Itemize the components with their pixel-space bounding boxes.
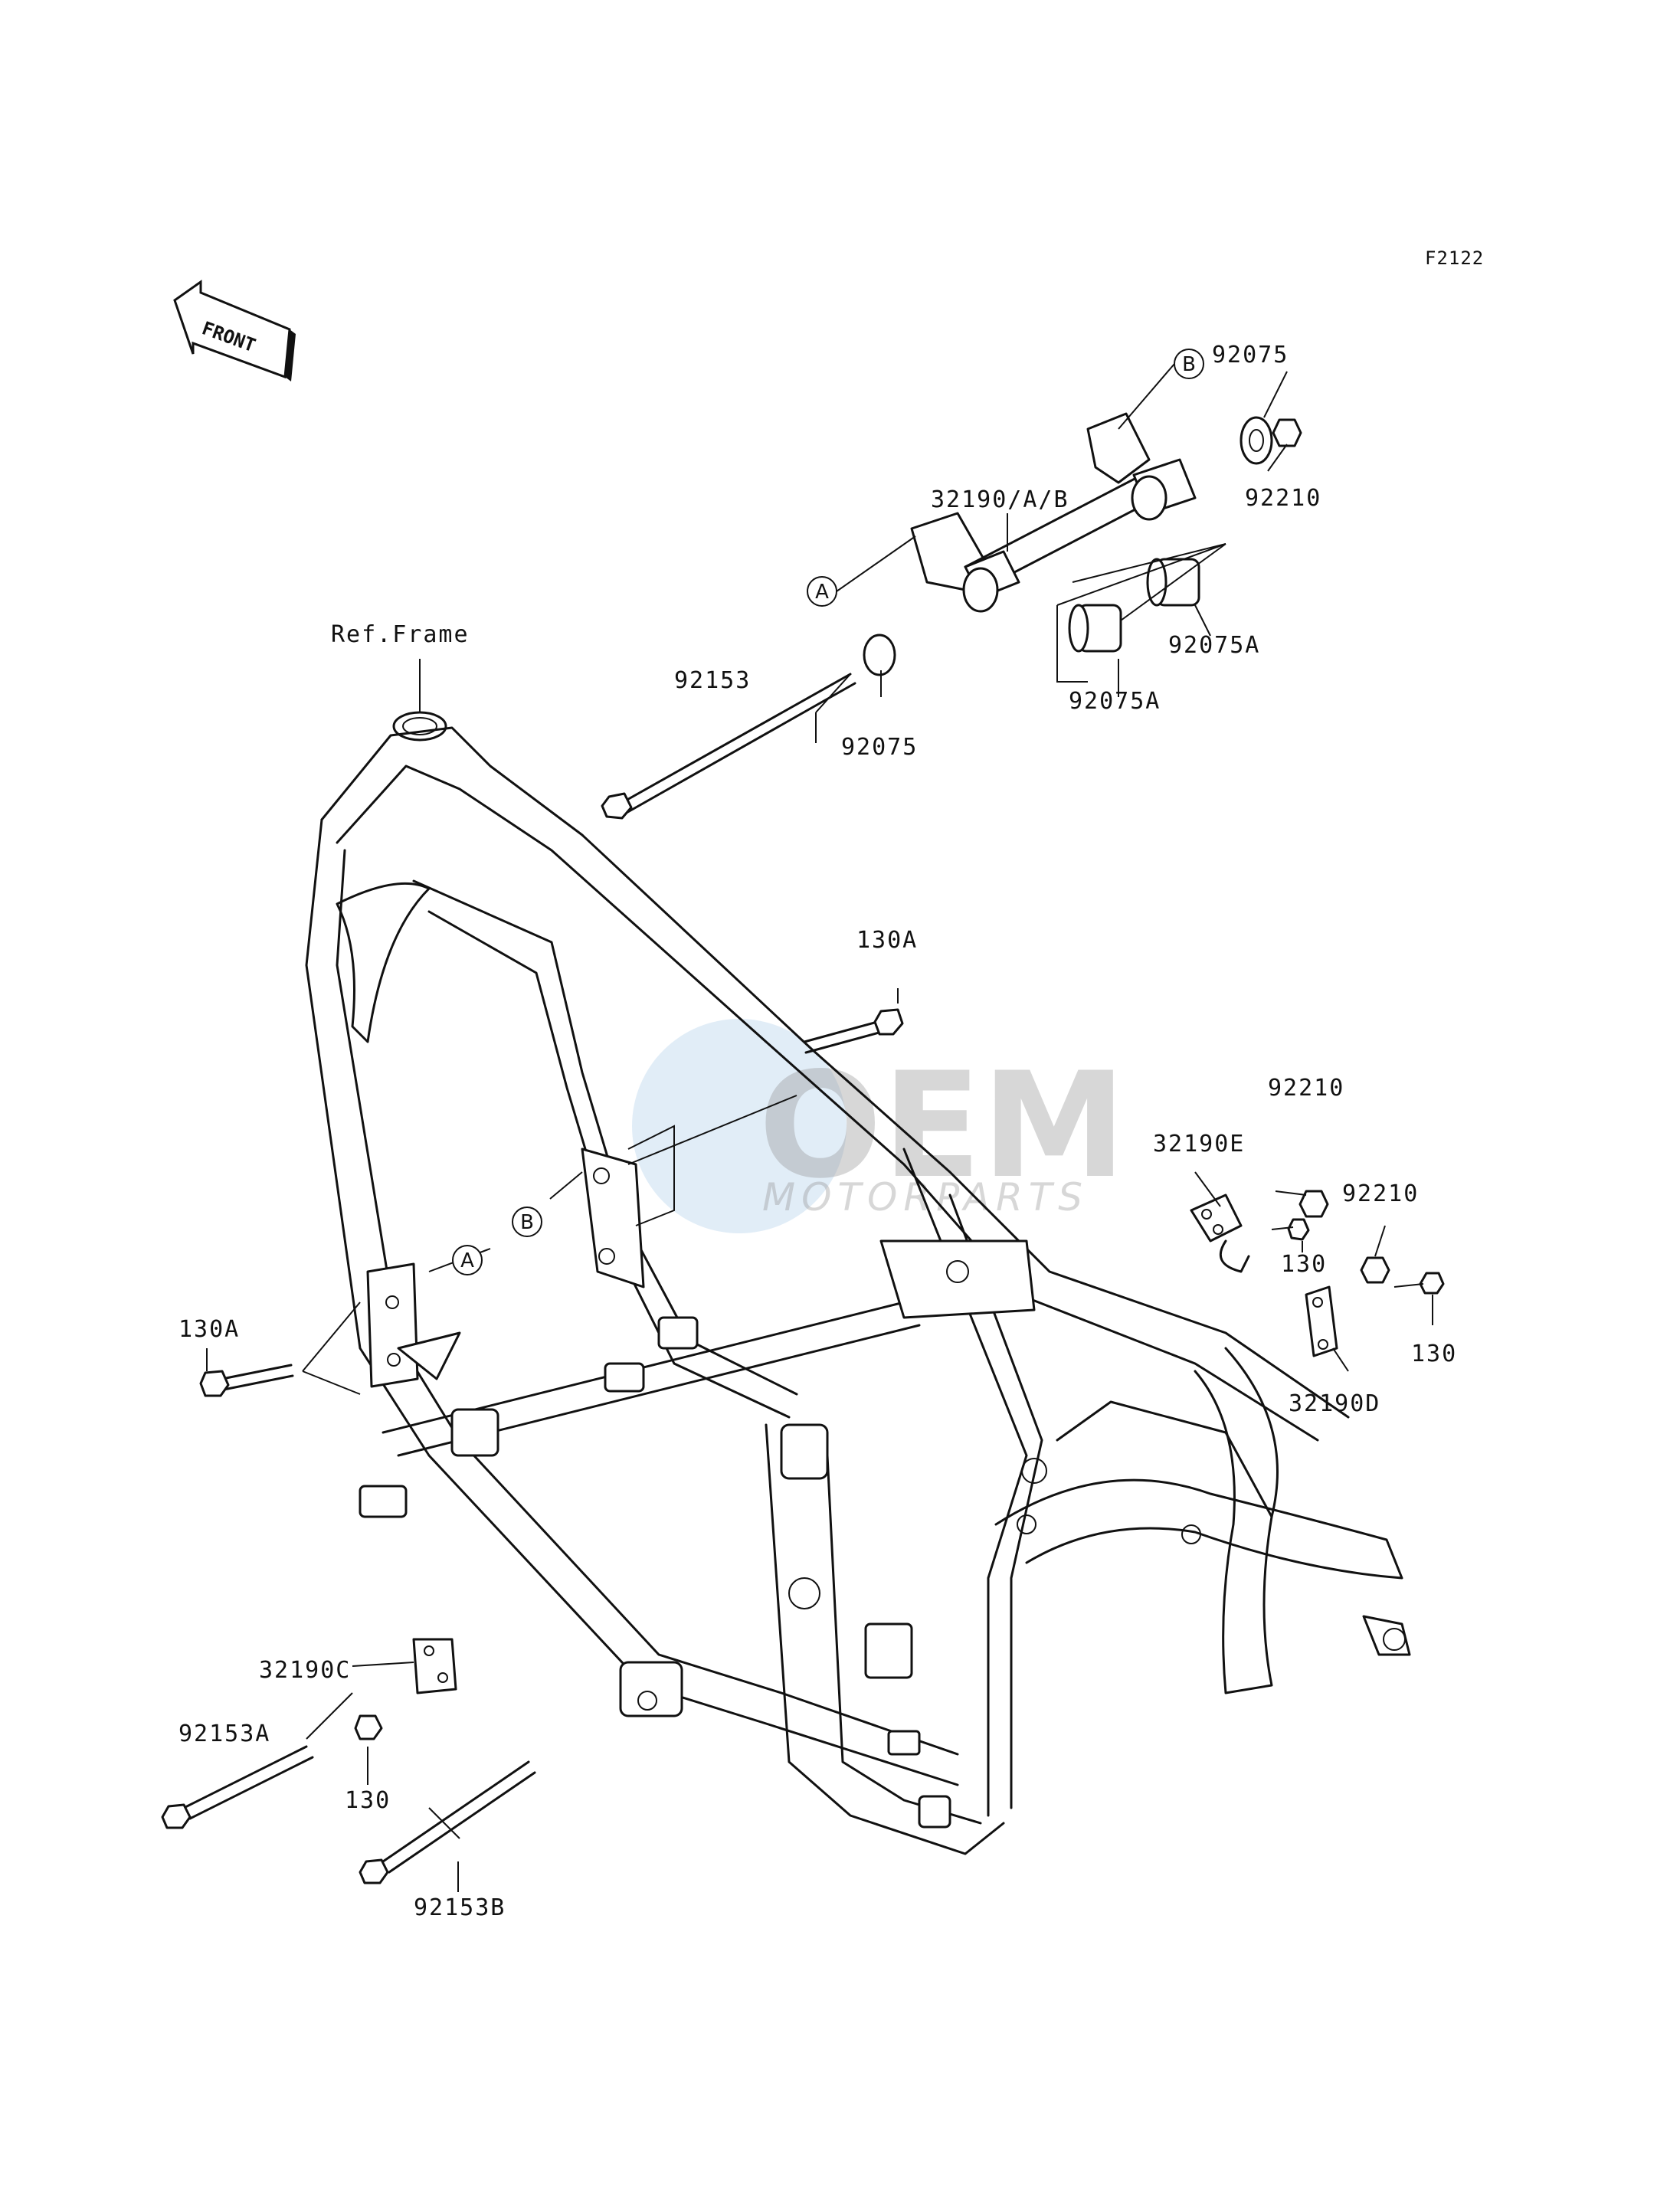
bolt-92153b bbox=[359, 1760, 536, 1884]
part-label-32190d: 32190D bbox=[1289, 1390, 1380, 1417]
watermark: OEM MOTORPARTS bbox=[632, 1019, 1126, 1233]
part-label-130-right: 130 bbox=[1411, 1341, 1457, 1367]
washer-92075-bottom bbox=[863, 634, 896, 676]
callout-a-frame: A bbox=[452, 1245, 483, 1275]
part-label-92210-right: 92210 bbox=[1342, 1180, 1419, 1207]
part-label-92153a: 92153A bbox=[178, 1721, 270, 1747]
part-label-130-mid: 130 bbox=[1281, 1251, 1327, 1278]
bracket-32190d bbox=[1305, 1285, 1338, 1357]
watermark-globe-icon bbox=[632, 1019, 847, 1233]
part-label-32190c: 32190C bbox=[259, 1657, 351, 1684]
part-label-92210-mid: 92210 bbox=[1268, 1075, 1344, 1102]
motorcycle-frame bbox=[305, 711, 1411, 1855]
engine-mount-bracket-assembly bbox=[910, 412, 1197, 613]
part-label-32190e: 32190E bbox=[1153, 1131, 1245, 1157]
part-label-92075a-1: 92075A bbox=[1168, 632, 1260, 659]
part-label-92210-top: 92210 bbox=[1245, 485, 1321, 512]
callout-b-top: B bbox=[1174, 349, 1204, 379]
part-label-92153b: 92153B bbox=[414, 1894, 506, 1921]
leader-lines bbox=[206, 371, 1433, 1892]
svg-text:B: B bbox=[1182, 353, 1196, 376]
svg-text:A: A bbox=[815, 581, 829, 604]
part-label-92075-bottom: 92075 bbox=[841, 734, 918, 761]
bolt-130-mid bbox=[1271, 1218, 1310, 1241]
callout-a-top: A bbox=[807, 576, 837, 607]
callout-b-frame: B bbox=[512, 1207, 542, 1237]
front-direction-arrow-icon: FRONT bbox=[173, 280, 296, 381]
nut-92210-top bbox=[1272, 418, 1302, 447]
bolt-92153 bbox=[601, 673, 856, 820]
part-label-32190-ab: 32190/A/B bbox=[931, 486, 1069, 513]
figure-code: F2122 bbox=[1425, 247, 1484, 269]
svg-text:B: B bbox=[520, 1211, 534, 1234]
bolt-130-right bbox=[1393, 1272, 1445, 1295]
part-label-130-bottom: 130 bbox=[345, 1787, 391, 1814]
nut-92210-mid bbox=[1298, 1190, 1329, 1218]
washer-92075-top bbox=[1240, 416, 1273, 465]
part-label-130a-left: 130A bbox=[178, 1316, 240, 1343]
bolt-130a-left bbox=[199, 1364, 294, 1397]
watermark-sub: MOTORPARTS bbox=[762, 1175, 1089, 1220]
bracket-32190c bbox=[412, 1638, 457, 1694]
nut-92210-right bbox=[1360, 1256, 1390, 1284]
part-label-92075a-2: 92075A bbox=[1069, 688, 1161, 715]
watermark-brand: OEM bbox=[758, 1041, 1126, 1210]
part-label-130a-center: 130A bbox=[856, 927, 918, 954]
part-label-92153: 92153 bbox=[674, 667, 751, 694]
bolt-130a-center bbox=[803, 1008, 904, 1054]
bracket-32190e bbox=[1190, 1193, 1250, 1273]
part-label-92075-top: 92075 bbox=[1212, 342, 1289, 368]
bolt-92153a bbox=[161, 1745, 314, 1829]
svg-text:A: A bbox=[460, 1249, 474, 1272]
bolt-130-bottom bbox=[354, 1714, 383, 1740]
ref-frame-label: Ref.Frame bbox=[331, 621, 470, 648]
